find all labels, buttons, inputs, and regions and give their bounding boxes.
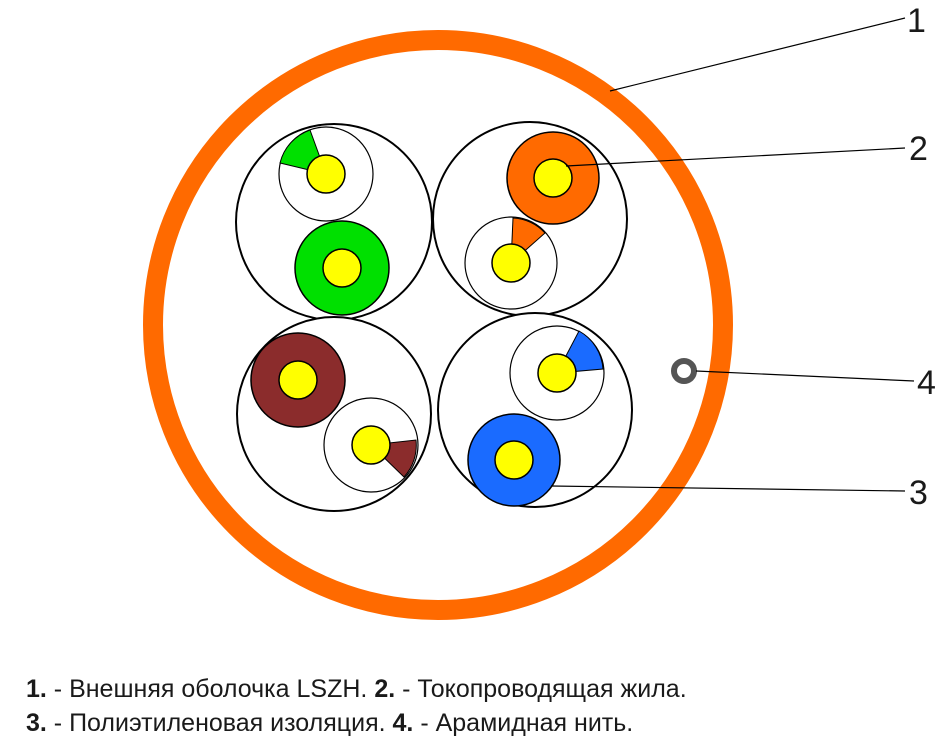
legend-text-2: - Токопроводящая жила. — [395, 675, 687, 703]
aramid-thread — [671, 358, 697, 384]
conductor — [322, 248, 362, 288]
callout-number-3: 3 — [909, 474, 928, 512]
conductor — [306, 154, 346, 194]
legend-line-2: 3. - Полиэтиленовая изоляция. 4. - Арами… — [26, 706, 926, 740]
leader-line-3 — [550, 485, 906, 492]
leader-line-4 — [695, 370, 915, 382]
leader-line-2 — [565, 147, 906, 167]
conductor — [351, 425, 391, 465]
outer-sheath — [143, 30, 733, 620]
legend-number-1: 1. — [26, 675, 47, 703]
conductor — [491, 243, 531, 283]
leader-line-1 — [609, 17, 906, 92]
legend-number-4: 4. — [392, 709, 414, 737]
twisted-pair-green — [235, 123, 433, 321]
legend-number-2: 2. — [374, 675, 396, 703]
twisted-pair-blue — [437, 312, 633, 508]
cable-cross-section-diagram: 1 2 4 3 — [143, 2, 936, 620]
legend: 1. - Внешняя оболочка LSZH. 2. - Токопро… — [26, 672, 926, 740]
callout-number-1: 1 — [907, 2, 926, 40]
legend-text-1: - Внешняя оболочка LSZH. — [46, 675, 375, 703]
legend-line-1: 1. - Внешняя оболочка LSZH. 2. - Токопро… — [26, 672, 926, 706]
conductor — [533, 158, 573, 198]
conductor — [278, 360, 318, 400]
legend-text-3: - Полиэтиленовая изоляция. — [46, 709, 393, 737]
callout-number-2: 2 — [909, 130, 928, 168]
twisted-pair-orange — [432, 121, 628, 317]
twisted-pair-brown — [236, 316, 432, 512]
conductor — [537, 353, 577, 393]
conductor — [494, 440, 534, 480]
legend-text-4: - Арамидная нить. — [413, 709, 634, 737]
callout-number-4: 4 — [917, 364, 936, 402]
legend-number-3: 3. — [26, 709, 47, 737]
